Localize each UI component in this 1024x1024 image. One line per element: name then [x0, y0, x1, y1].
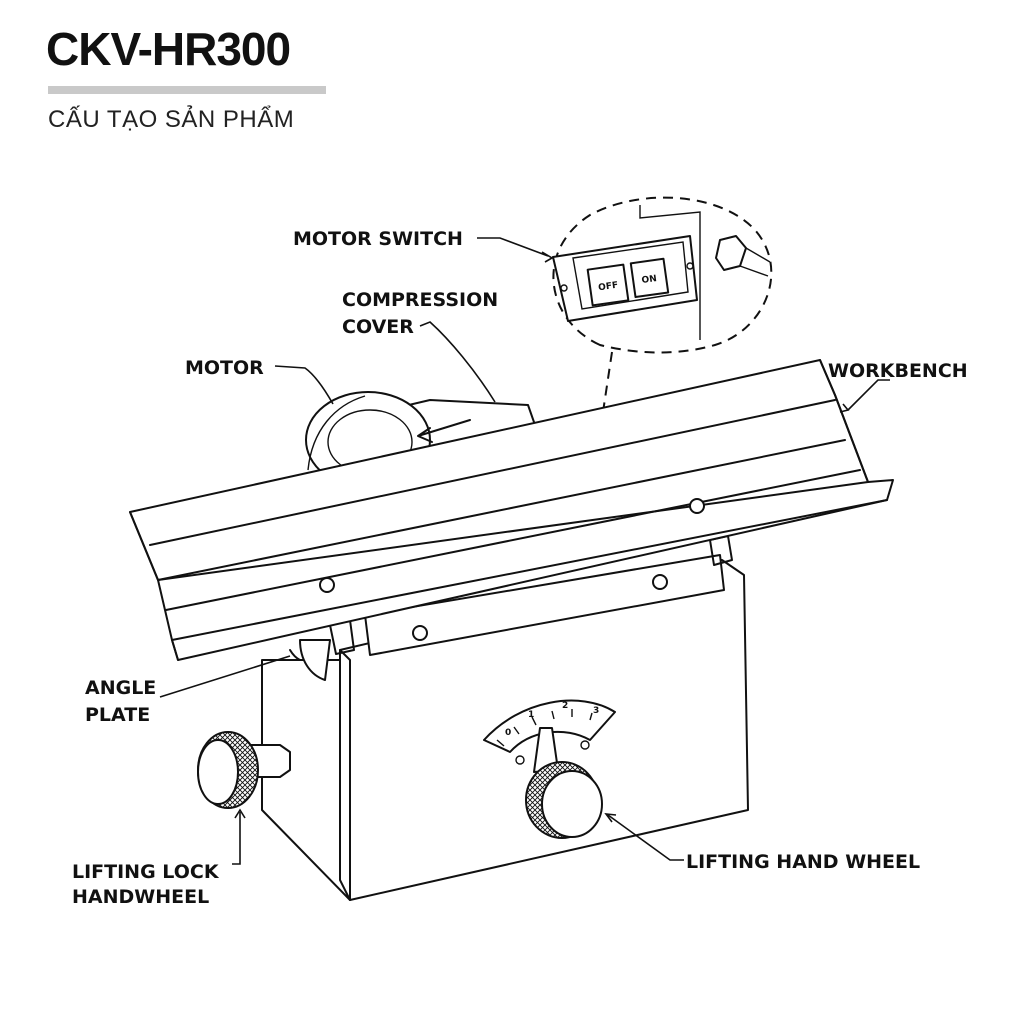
label-lifting-lock-1: LIFTING LOCK: [72, 861, 220, 883]
leader-lifting-hand-wheel: [607, 814, 684, 861]
lifting-hand-wheel[interactable]: [525, 761, 603, 839]
leader-motor: [274, 365, 334, 405]
label-lifting-lock-2: HANDWHEEL: [72, 886, 209, 908]
scale-tick-1: 1: [528, 710, 534, 720]
bolt-icon: [319, 577, 335, 593]
label-motor-switch: MOTOR SWITCH: [293, 228, 463, 250]
bolt-icon: [412, 625, 428, 641]
motor-switch-detail: OFF ON: [552, 196, 773, 413]
workbench: [129, 359, 894, 661]
product-subtitle: CẤU TẠO SẢN PHẨM: [48, 106, 295, 133]
label-workbench: WORKBENCH: [828, 360, 968, 382]
leader-workbench: [847, 379, 890, 411]
arrow-head: [234, 808, 246, 819]
bolt-icon: [689, 498, 705, 514]
leader-angle-plate: [159, 655, 291, 698]
off-button-label: OFF: [598, 281, 619, 294]
label-compression-cover-2: COVER: [342, 316, 414, 338]
scale-tick-0: 0: [505, 728, 511, 738]
product-title: CKV-HR300: [46, 23, 291, 75]
off-button[interactable]: OFF: [586, 263, 630, 307]
bolt-icon: [652, 574, 668, 590]
label-angle-plate-2: PLATE: [85, 704, 150, 726]
scale-tick-3: 3: [593, 706, 599, 716]
arrow-head: [839, 403, 850, 413]
motor-switch[interactable]: OFF ON: [552, 235, 698, 322]
title-underline: [48, 86, 326, 94]
label-motor: MOTOR: [185, 357, 264, 379]
leader-motor-switch: [477, 237, 549, 257]
label-lifting-hand-wheel: LIFTING HAND WHEEL: [686, 851, 920, 873]
lifting-lock-handwheel[interactable]: [197, 731, 291, 809]
arrow-head: [604, 813, 617, 823]
leader-lifting-lock: [232, 812, 241, 865]
label-compression-cover-1: COMPRESSION: [342, 289, 498, 311]
on-button-label: ON: [641, 274, 657, 286]
on-button[interactable]: ON: [629, 257, 670, 299]
label-angle-plate-1: ANGLE: [85, 677, 156, 699]
leader-compression-cover: [419, 321, 496, 403]
scale-tick-2: 2: [562, 701, 568, 711]
arrow-head: [541, 251, 554, 263]
angle-scale: 0 1 2 3: [483, 699, 616, 773]
